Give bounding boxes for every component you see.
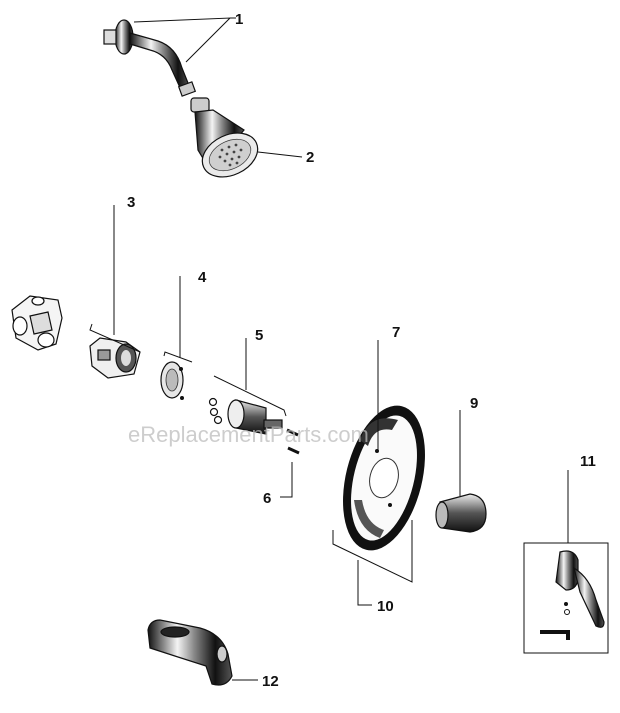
callout-2: 2	[306, 149, 314, 166]
handle-adapter-part	[435, 493, 487, 533]
escutcheon-part	[343, 405, 425, 551]
callout-4: 4	[198, 269, 207, 286]
callout-7: 7	[392, 324, 400, 341]
retainer-plate-part	[160, 361, 184, 400]
callout-6: 6	[263, 490, 271, 507]
screws-part	[286, 428, 300, 455]
callout-1: 1	[235, 11, 243, 28]
shower-head-part	[190, 97, 259, 178]
tub-spout-part	[147, 619, 233, 686]
callout-10: 10	[377, 598, 394, 615]
cartridge-part	[208, 397, 283, 435]
callout-11: 11	[580, 453, 596, 470]
cartridge-housing-part	[89, 337, 141, 379]
callout-9: 9	[470, 395, 478, 412]
shower-arm-part	[103, 19, 197, 97]
valve-body-part	[11, 295, 63, 351]
lever-handle-part	[523, 542, 609, 654]
leader-lines	[89, 17, 569, 681]
watermark-text: eReplacementParts.com	[128, 422, 369, 447]
callout-3: 3	[127, 194, 135, 211]
callout-12: 12	[262, 673, 279, 690]
callout-5: 5	[255, 327, 263, 344]
